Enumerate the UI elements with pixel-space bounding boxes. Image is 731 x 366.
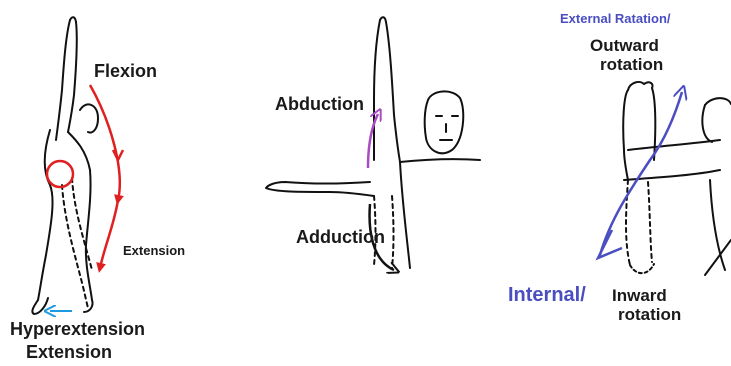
extension-arc-label: Extension: [123, 244, 185, 257]
inward-rotation-label-line2: rotation: [618, 306, 681, 323]
flexion-label: Flexion: [94, 62, 157, 80]
outward-rotation-label-line1: Outward: [590, 37, 659, 54]
extension-label: Extension: [26, 343, 112, 361]
adduction-label: Adduction: [296, 228, 385, 246]
abduction-label: Abduction: [275, 95, 364, 113]
figure-side-view: [32, 17, 98, 314]
internal-rotation-label: Internal/: [508, 285, 586, 305]
hyperextension-label: Hyperextension: [10, 320, 145, 338]
flexion-arc-arrow: [90, 85, 123, 268]
figure-rotation-view: [623, 82, 731, 275]
rotation-arrow: [598, 92, 682, 258]
external-rotation-label: External Ratation/: [560, 12, 671, 25]
outward-rotation-label-line2: rotation: [600, 56, 663, 73]
inward-rotation-label-line1: Inward: [612, 287, 667, 304]
